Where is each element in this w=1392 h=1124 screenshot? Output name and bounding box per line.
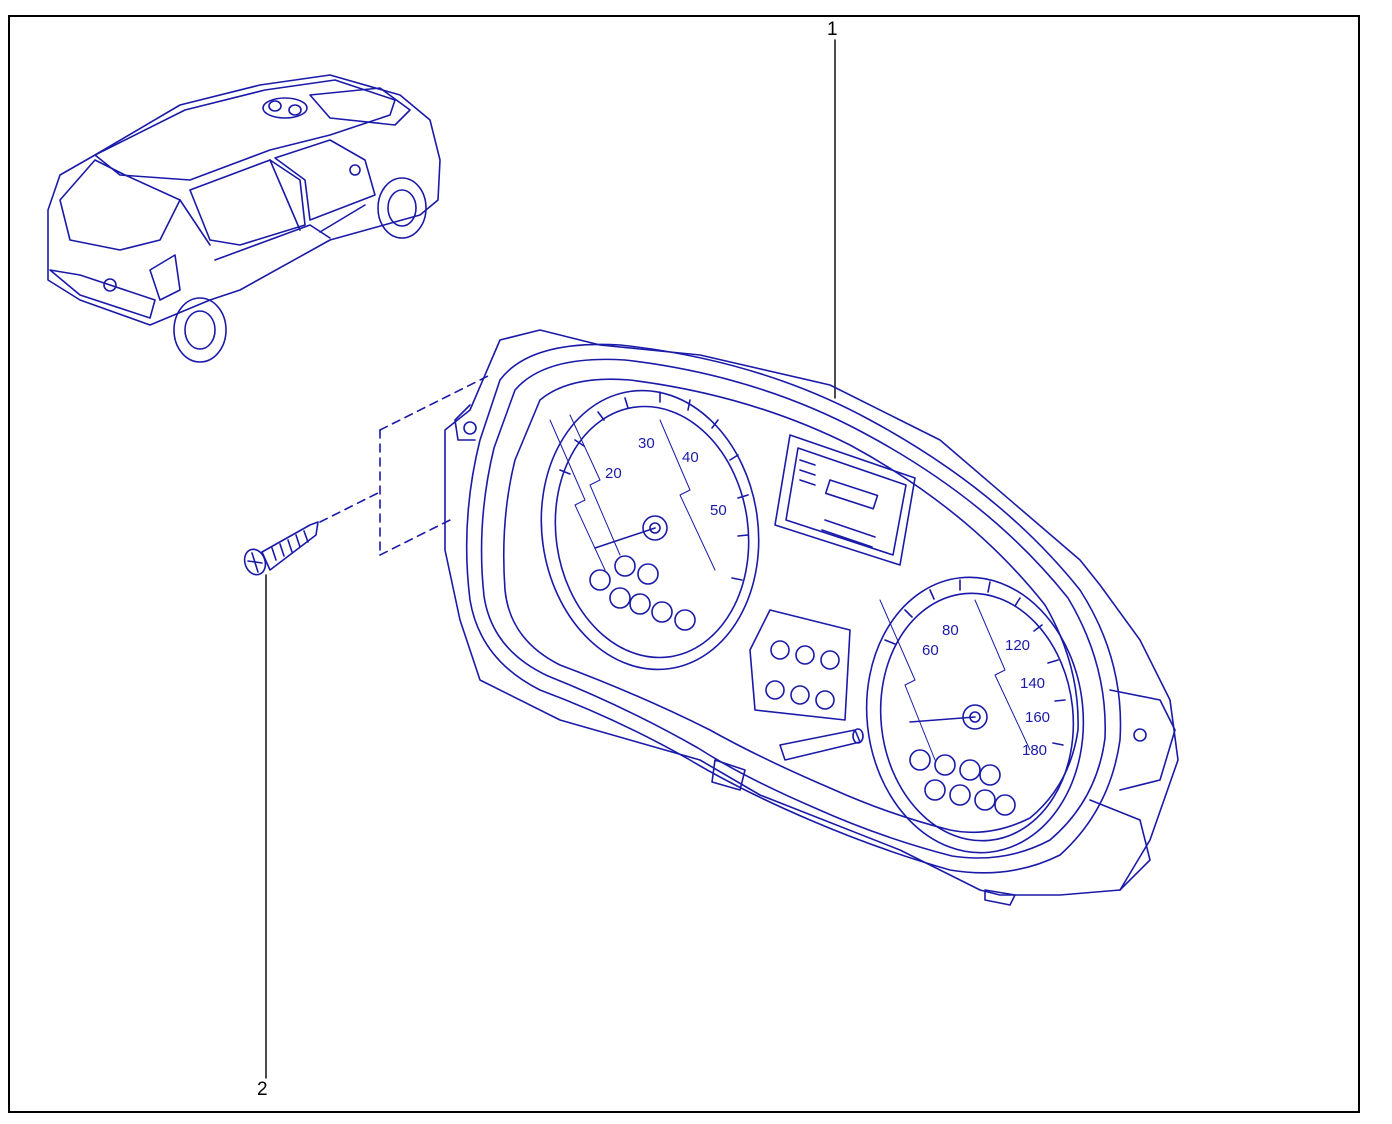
tacho-label-40: 40 [682,449,699,466]
speedometer-gauge [865,576,1085,854]
tacho-label-30: 30 [638,435,655,452]
tachometer-gauge [540,389,760,671]
screw-part [243,521,319,576]
speedo-label-120: 120 [1005,637,1030,654]
speedo-label-80: 80 [942,622,959,639]
speedo-label-180: 180 [1022,742,1047,759]
speedo-label-140: 140 [1020,675,1045,692]
trip-reset-knob [779,728,864,761]
diagram-frame [8,15,1360,1113]
car-thumbnail [47,74,441,363]
speedo-label-160: 160 [1025,709,1050,726]
callout-1: 1 [827,19,838,40]
alignment-dashed-lines [319,374,491,556]
callout-2: 2 [257,1079,268,1100]
instrument-cluster-part [444,329,1179,906]
tacho-label-20: 20 [605,465,622,482]
speedo-label-60: 60 [922,642,939,659]
tacho-label-50: 50 [710,502,727,519]
warning-lamp-panel [749,609,851,721]
lcd-display [774,434,916,566]
